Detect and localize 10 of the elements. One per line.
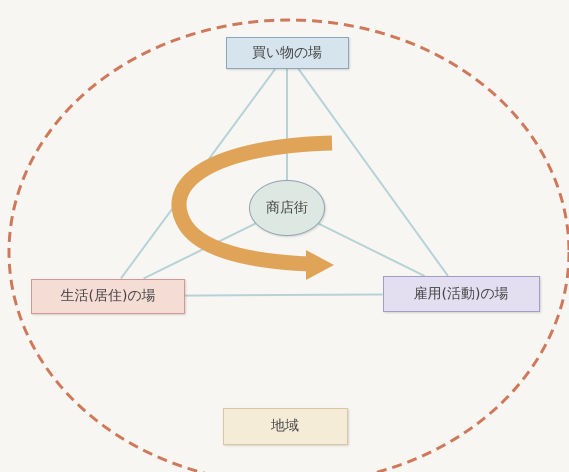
center-circle: 商店街	[249, 180, 325, 236]
connector-line	[185, 293, 382, 297]
place-box: 買い物の場	[226, 37, 348, 69]
connector-line	[298, 68, 449, 277]
place-box: 雇用(活動)の場	[382, 276, 540, 312]
connector-line	[286, 69, 288, 180]
place-box: 生活(居住)の場	[31, 278, 185, 314]
connector-line	[318, 222, 426, 277]
connector-line	[143, 222, 256, 280]
region-label-box: 地域	[222, 408, 348, 444]
